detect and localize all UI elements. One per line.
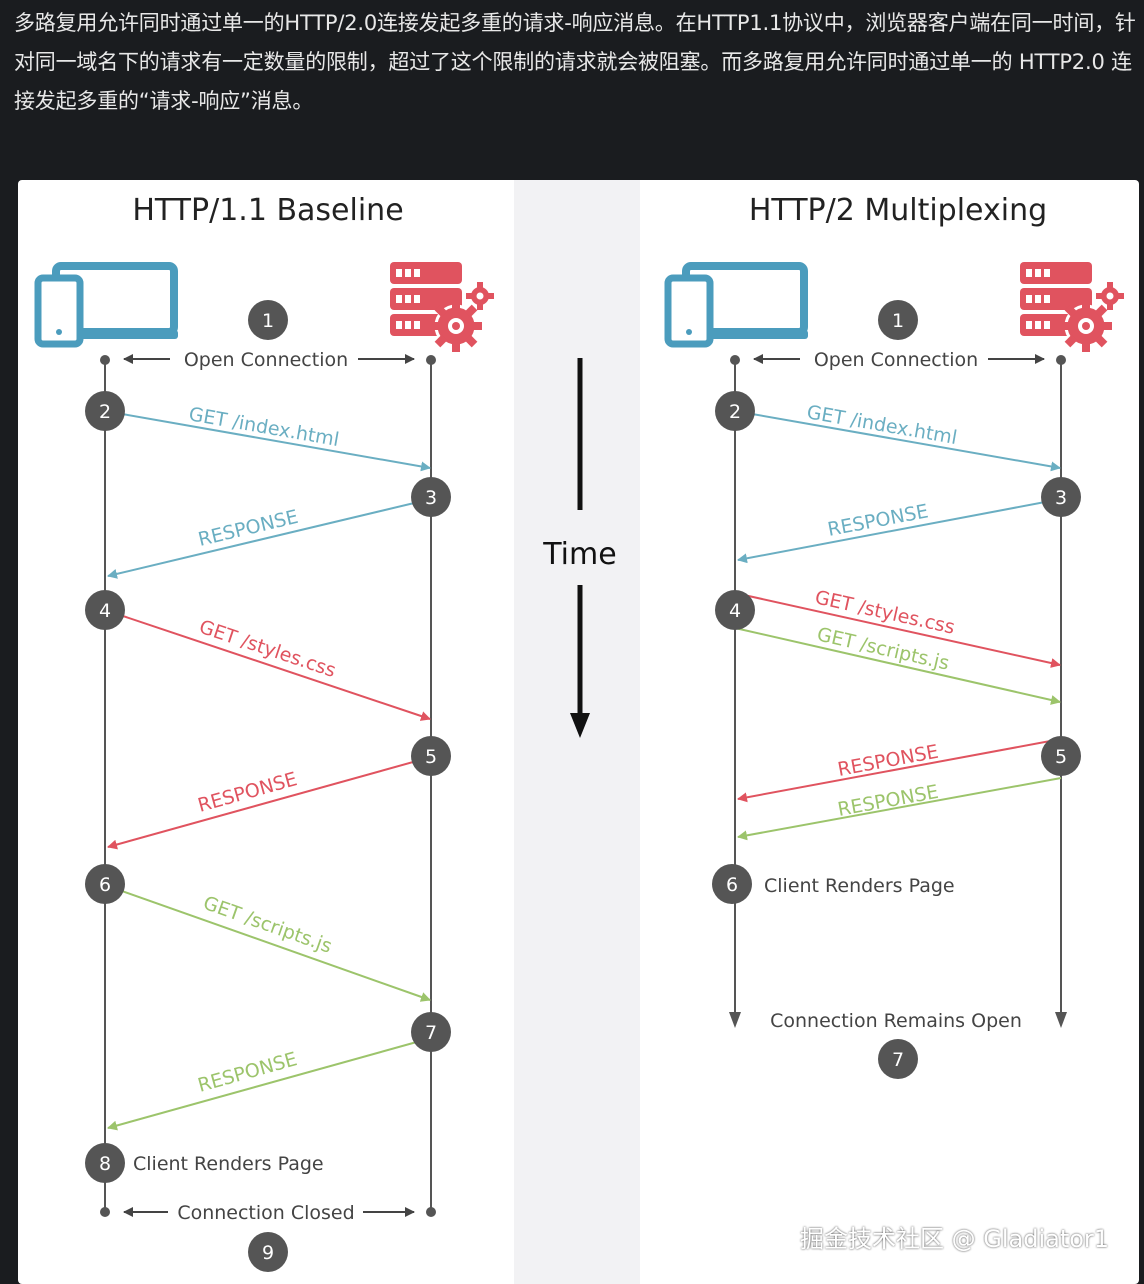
arrow-response-2 xyxy=(107,756,432,850)
label-response-2: RESPONSE xyxy=(195,768,299,817)
svg-text:5: 5 xyxy=(425,746,437,768)
svg-text:6: 6 xyxy=(99,874,111,896)
svg-text:4: 4 xyxy=(729,600,741,622)
svg-text:2: 2 xyxy=(729,401,741,423)
client-device-icon xyxy=(38,266,178,344)
step-marker: 5 xyxy=(411,736,451,776)
http11-title: HTTP/1.1 Baseline xyxy=(132,193,403,228)
svg-text:3: 3 xyxy=(425,487,437,509)
client-device-icon xyxy=(668,266,808,344)
arrow-response-1 xyxy=(107,498,432,579)
svg-text:1: 1 xyxy=(262,310,274,332)
http2-title: HTTP/2 Multiplexing xyxy=(749,193,1047,228)
arrow-response-3 xyxy=(107,1037,432,1131)
client-renders-label: Client Renders Page xyxy=(133,1153,324,1175)
svg-text:1: 1 xyxy=(892,310,904,332)
label-get-index: GET /index.html xyxy=(187,403,341,451)
step-marker: 3 xyxy=(411,477,451,517)
arrow-get-index xyxy=(104,410,431,472)
arrow-get-styles xyxy=(104,609,431,721)
step-marker: 1 xyxy=(248,300,288,340)
time-label: Time xyxy=(542,537,616,572)
connection-open-label: Connection Remains Open xyxy=(770,1010,1022,1032)
open-connection-label: Open Connection xyxy=(184,349,348,371)
open-connection-label: Open Connection xyxy=(814,349,978,371)
svg-text:8: 8 xyxy=(99,1153,111,1175)
arrow-get-styles xyxy=(734,592,1061,668)
svg-text:3: 3 xyxy=(1055,487,1067,509)
step-marker: 5 xyxy=(1041,736,1081,776)
server-icon xyxy=(1018,260,1126,354)
label-response-1: RESPONSE xyxy=(196,506,300,551)
step-marker: 7 xyxy=(411,1012,451,1052)
step-marker: 1 xyxy=(878,300,918,340)
label-get-index: GET /index.html xyxy=(805,401,959,449)
http-comparison-diagram: Time HTTP/1.1 Baseline Open Connection G… xyxy=(18,180,1139,1284)
server-icon xyxy=(388,260,496,354)
watermark: 掘金技术社区 @ Gladiator1 xyxy=(800,1225,1110,1253)
svg-text:5: 5 xyxy=(1055,746,1067,768)
time-band xyxy=(514,180,640,1284)
http2-panel: HTTP/2 Multiplexing Open Connection GET … xyxy=(668,193,1126,1079)
step-marker: 3 xyxy=(1041,477,1081,517)
step-marker: 4 xyxy=(85,590,125,630)
label-response-2: RESPONSE xyxy=(836,741,940,781)
step-marker: 6 xyxy=(712,864,752,904)
arrow-get-scripts xyxy=(104,884,431,1002)
step-marker: 4 xyxy=(715,590,755,630)
step-marker: 2 xyxy=(85,391,125,431)
step-marker: 2 xyxy=(715,391,755,431)
time-arrowhead xyxy=(570,713,590,738)
svg-text:9: 9 xyxy=(262,1242,274,1264)
diagram-canvas: Time HTTP/1.1 Baseline Open Connection G… xyxy=(18,180,1126,1284)
connection-closed-label: Connection Closed xyxy=(177,1202,354,1224)
svg-text:2: 2 xyxy=(99,401,111,423)
arrow-get-scripts xyxy=(734,627,1061,705)
arrow-response-2 xyxy=(737,738,1062,803)
client-renders-label: Client Renders Page xyxy=(764,875,955,897)
step-marker: 7 xyxy=(878,1039,918,1079)
svg-text:6: 6 xyxy=(726,874,738,896)
arrow-response-3 xyxy=(737,777,1062,841)
step-marker: 8 xyxy=(85,1143,125,1183)
arrow-get-index xyxy=(734,410,1061,472)
arrow-response-1 xyxy=(737,498,1062,564)
label-get-styles: GET /styles.css xyxy=(196,616,338,682)
svg-text:4: 4 xyxy=(99,600,111,622)
label-response-1: RESPONSE xyxy=(826,500,930,541)
label-response-3: RESPONSE xyxy=(836,781,940,821)
svg-text:7: 7 xyxy=(892,1049,904,1071)
step-marker: 9 xyxy=(248,1232,288,1272)
svg-text:7: 7 xyxy=(425,1022,437,1044)
step-marker: 6 xyxy=(85,864,125,904)
http11-panel: HTTP/1.1 Baseline Open Connection GET /i… xyxy=(38,193,496,1272)
intro-paragraph: 多路复用允许同时通过单一的HTTP/2.0连接发起多重的请求-响应消息。在HTT… xyxy=(14,11,1136,113)
